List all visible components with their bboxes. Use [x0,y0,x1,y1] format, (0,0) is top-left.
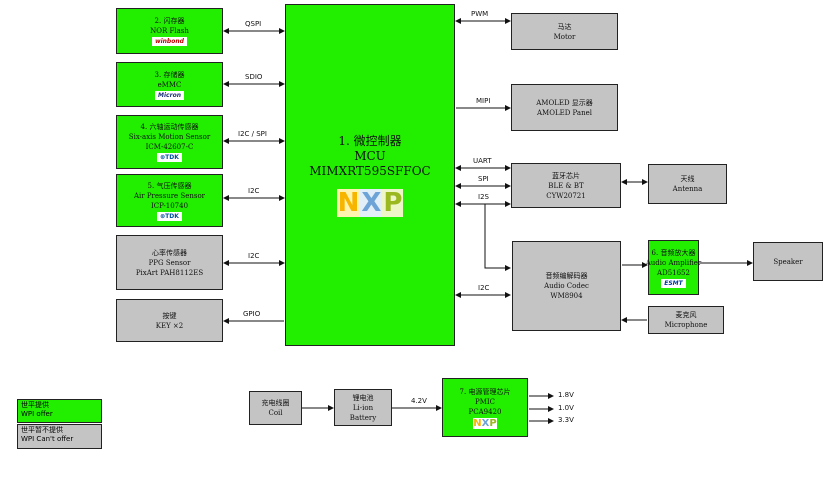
emmc-en: eMMC [157,80,182,89]
pmic-block: 7. 电源管理芯片 PMIC PCA9420 N X P [442,378,528,437]
audio-codec-block: 音频编解码器 Audio Codec WM8904 [512,241,621,331]
pmic-part: PCA9420 [468,407,502,416]
legend-not-provided-cn: 世平暂不提供 [21,426,63,434]
micron-logo: Micron [155,90,184,100]
pwm-label: PWM [471,10,489,18]
speaker-en: Speaker [773,257,803,266]
nor-flash-en: NOR Flash [150,27,189,35]
motor-en: Motor [553,32,576,41]
pmic-en: PMIC [475,397,495,406]
battery-cn: 锂电池 [352,393,374,402]
amoled-block: AMOLED 显示器 AMOLED Panel [511,84,618,131]
spi-label: SPI [478,175,489,183]
mic-cn: 麦克风 [675,311,697,319]
qspi-label: QSPI [245,20,262,28]
mcu-block: 1. 微控制器 MCU MIMXRT595SFFOC N X P [285,4,455,346]
mcu-en: MCU [354,148,386,163]
ppg-en: PPG Sensor [148,258,191,267]
coil-block: 充电线圈 Coil [249,391,302,425]
nxp-letter-x: X [360,187,383,218]
winbond-logo: winbond [152,37,187,46]
nxp-logo: N X P [336,187,404,218]
imu-block: 4. 六轴运动传感器 Six-axis Motion Sensor ICM-42… [116,115,223,169]
legend-not-provided: 世平暂不提供 WPI Can't offer [17,424,102,449]
mipi-label: MIPI [476,97,491,105]
mic-en: Microphone [664,321,708,329]
key-block: 按键 KEY ×2 [116,299,223,342]
pmic-cn: 7. 电源管理芯片 [459,387,511,396]
tdk-logo: ⊛TDK [157,153,182,162]
imu-cn: 4. 六轴运动传感器 [140,123,199,131]
mcu-part: MIMXRT595SFFOC [309,163,431,178]
nxp-small-p: P [489,417,497,429]
codec-en: Audio Codec [544,282,589,290]
antenna-block: 天线 Antenna [648,164,727,204]
ppg-cn: 心率传感器 [152,248,187,257]
coil-cn: 充电线圈 [261,399,290,407]
bluetooth-block: 蓝牙芯片 BLE & BT CYW20721 [511,163,621,208]
motor-cn: 马达 [557,22,572,31]
pressure-i2c-label: I2C [248,187,260,195]
out-1v8-label: 1.8V [558,391,574,399]
nor-flash-block: 2. 闪存器 NOR Flash winbond [116,8,223,54]
out-1v0-label: 1.0V [558,404,574,412]
emmc-block: 3. 存储器 eMMC Micron [116,62,223,107]
ppg-block: 心率传感器 PPG Sensor PixArt PAH8112ES [116,235,223,290]
legend-provided-en: WPI offer [21,410,53,418]
battery-en2: Battery [349,413,377,422]
nxp-letter-p: P [382,187,404,218]
legend-provided: 世平提供 WPI offer [17,399,102,423]
esmt-logo: ESMT [661,278,686,288]
legend-not-provided-en: WPI Can't offer [21,435,74,443]
pressure-block: 5. 气压传感器 Air Pressure Sensor ICP-10740 ⊛… [116,174,223,227]
amp-en: Audio Amplifier [645,258,702,267]
out-3v3-label: 3.3V [558,416,574,424]
battery-en: Li-ion [352,403,374,412]
pressure-cn: 5. 气压传感器 [147,181,192,190]
amoled-en: AMOLED Panel [536,108,592,117]
i2s-label: I2S [478,193,489,201]
ppg-i2c-label: I2C [248,252,260,260]
key-cn: 按键 [162,311,177,320]
i2c-spi-label: I2C / SPI [238,130,267,138]
voltage-label: 4.2V [411,397,427,405]
pressure-part: ICP-10740 [150,201,189,210]
codec-part: WM8904 [550,292,583,300]
tdk-logo: ⊛TDK [157,211,182,221]
coil-en: Coil [268,409,283,417]
motor-block: 马达 Motor [511,13,618,50]
microphone-block: 麦克风 Microphone [648,306,724,334]
amp-part: AD51652 [657,268,690,277]
antenna-cn: 天线 [680,175,695,183]
audio-amp-block: 6. 音频放大器 Audio Amplifier AD51652 ESMT [645,240,702,295]
sdio-label: SDIO [245,73,263,81]
uart-label: UART [473,157,492,165]
legend-provided-cn: 世平提供 [21,401,49,409]
ppg-part: PixArt PAH8112ES [135,268,204,277]
pressure-en: Air Pressure Sensor [133,191,206,200]
key-en: KEY ×2 [155,321,184,330]
mcu-cn: 1. 微控制器 [338,133,402,148]
speaker-block: Speaker [753,242,823,281]
amp-cn: 6. 音频放大器 [651,248,696,257]
emmc-cn: 3. 存储器 [154,70,185,79]
codec-i2c-label: I2C [478,284,490,292]
bluetooth-cn: 蓝牙芯片 [552,171,580,180]
nor-flash-cn: 2. 闪存器 [154,17,185,25]
amoled-cn: AMOLED 显示器 [536,98,593,107]
imu-en: Six-axis Motion Sensor [128,133,211,141]
i2s-codec-link [484,204,511,271]
bluetooth-part: CYW20721 [546,191,586,200]
nxp-logo-small: N X P [473,417,497,429]
nxp-small-x: X [481,417,490,429]
gpio-label: GPIO [243,310,261,318]
nxp-letter-n: N [336,187,361,218]
imu-part: ICM-42607-C [145,143,194,151]
nxp-small-n: N [473,417,482,429]
antenna-en: Antenna [672,185,703,193]
codec-cn: 音频编解码器 [545,272,588,280]
bluetooth-en: BLE & BT [548,181,584,190]
battery-block: 锂电池 Li-ion Battery [334,389,392,426]
